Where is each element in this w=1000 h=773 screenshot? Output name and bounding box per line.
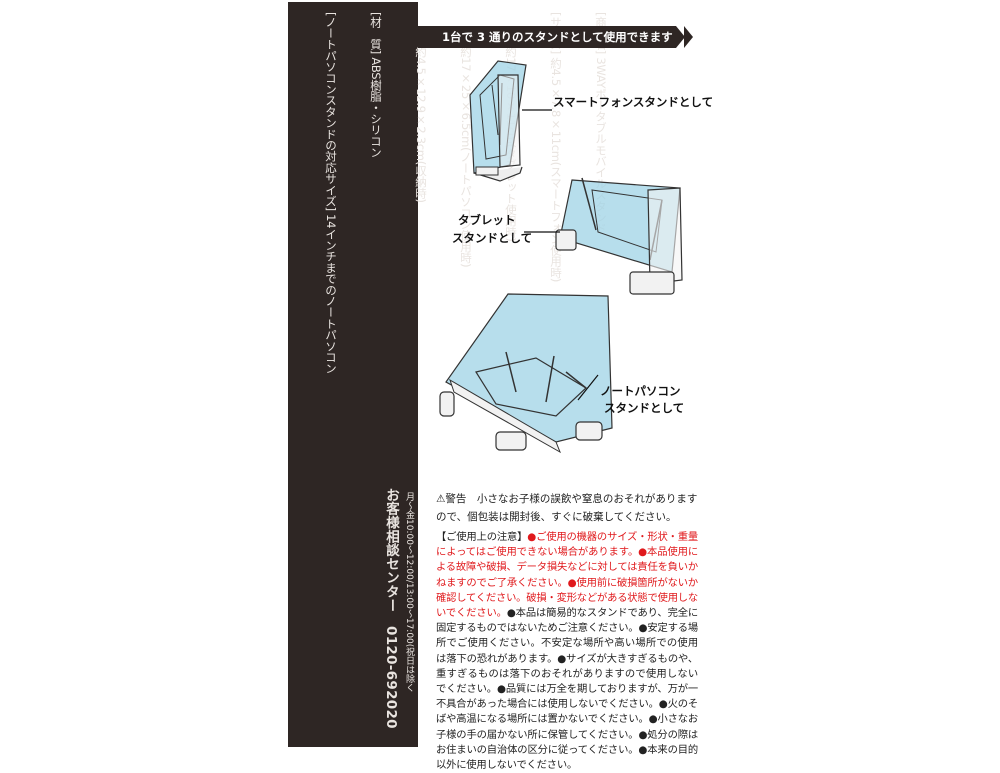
pointer-lines: [522, 109, 599, 401]
spec-panel: [288, 2, 418, 747]
spec-material: [材 質] ABS樹脂・シリコン: [369, 12, 383, 158]
support-hours: 月～金10:00～12:00/13:00～17:00(祝日は除く: [404, 492, 414, 693]
usage-notes: 【ご使用上の注意】●ご使用の機器のサイズ・形状・重量によってはご使用できない場合…: [436, 530, 698, 773]
phone-mode-label: スマートフォンスタンドとして: [553, 95, 714, 109]
tablet-stand-illustration: [555, 177, 683, 295]
chevron-icon: [676, 26, 685, 48]
tablet-mode-label-2: スタンドとして: [452, 231, 533, 245]
tablet-mode-label-1: タブレット: [458, 213, 516, 227]
chevron-icon: [684, 26, 693, 48]
support-phone: お客様相談センター 0120-692020: [383, 488, 399, 729]
phone-stand-illustration: [469, 60, 527, 182]
spec-compat: [ノートパソコンスタンドの対応サイズ] 14インチまでのノートパソコン: [324, 12, 338, 374]
notes-black: ●本品は簡易的なスタンドであり、完全に固定するものではないためご注意ください。●…: [436, 607, 698, 772]
laptop-mode-label-2: スタンドとして: [604, 401, 685, 415]
spec-size-laptop: 約17×25×6.5cm(ノートパソコン使用時): [459, 46, 473, 268]
banner: 1台で 3 通りのスタンドとして使用できます: [418, 26, 676, 48]
notes-red: ●ご使用の機器のサイズ・形状・重量によってはご使用できない場合があります。●本品…: [436, 531, 698, 620]
laptop-stand-illustration: [439, 293, 613, 454]
laptop-mode-label-1: ノートパソコン: [600, 384, 681, 398]
spec-size-folded: 約4.5×12.9×2.3cm(収納時): [414, 46, 428, 203]
notes-heading: 【ご使用上の注意】: [436, 531, 528, 543]
warning-text: ⚠警告 小さなお子様の誤飲や窒息のおそれがありますので、個包装は開封後、すぐに破…: [436, 493, 698, 523]
